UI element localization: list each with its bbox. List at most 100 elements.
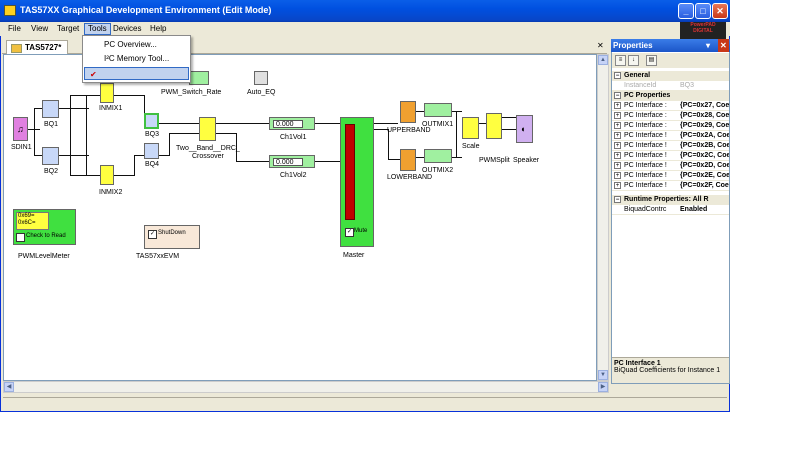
property-row-pc-interface[interactable]: +PC Interface :{PC=0x28, Coef= (612, 111, 729, 121)
diagram-canvas[interactable]: ♫ SDIN1 BQ1 BQ2 INMIX1 INMIX2 BQ3 BQ4 PW… (3, 54, 597, 381)
scroll-up-icon[interactable]: ▲ (598, 55, 608, 65)
property-key: PC Interface ! (624, 182, 667, 189)
close-button[interactable]: ✕ (712, 3, 728, 19)
lowerband-block[interactable] (400, 149, 416, 171)
expand-icon[interactable]: + (614, 162, 621, 169)
inmix2-block[interactable] (100, 165, 114, 185)
properties-title: Properties (613, 41, 653, 50)
category-pc-properties[interactable]: −PC Properties (612, 91, 729, 101)
expand-icon[interactable]: + (614, 132, 621, 139)
property-key: PC Interface ! (624, 132, 667, 139)
alphabetical-icon[interactable]: ↓ (628, 55, 639, 66)
bq1-block[interactable] (42, 100, 59, 118)
vertical-scrollbar[interactable]: ▲ ▼ (597, 54, 609, 381)
bq4-block[interactable] (144, 143, 159, 159)
menu-view[interactable]: View (31, 24, 49, 33)
property-value: {PC=0x2F, Coef= (680, 182, 729, 189)
expand-icon[interactable]: + (614, 122, 621, 129)
menu-item-pc-overview[interactable]: PC Overview... (104, 40, 157, 49)
mute-label: Mute (354, 228, 368, 234)
mute-checkbox[interactable]: ✓ (345, 228, 354, 237)
property-value: {PC=0x27, Coef= (680, 102, 729, 109)
bq2-label: BQ2 (44, 168, 59, 175)
properties-close-icon[interactable]: ✕ (718, 39, 729, 52)
property-key: PC Interface ! (624, 152, 667, 159)
property-row-pc-interface[interactable]: +PC Interface !{PC=0x2E, Coef= (612, 171, 729, 181)
menu-tools[interactable]: Tools (84, 23, 111, 35)
scroll-right-icon[interactable]: ▶ (598, 382, 608, 392)
speaker-icon: ◖ (520, 124, 526, 134)
expand-icon[interactable]: + (614, 112, 621, 119)
ch1vol2-block[interactable]: 0.000 (269, 155, 315, 168)
sdin1-label: SDIN1 (11, 144, 32, 151)
speaker-block[interactable]: ◖ (516, 115, 533, 143)
horizontal-scrollbar[interactable]: ◀ ▶ (3, 381, 609, 393)
expand-icon[interactable]: + (614, 182, 621, 189)
meter-line1: 0x69= (18, 213, 35, 219)
category-runtime[interactable]: −Runtime Properties: All R (612, 195, 729, 205)
ch1vol1-value[interactable]: 0.000 (273, 120, 303, 128)
outmix2-block[interactable] (424, 149, 452, 163)
menu-devices[interactable]: Devices (113, 24, 142, 33)
music-note-icon: ♫ (17, 124, 24, 134)
evm-block[interactable]: ✓ ShutDown (144, 225, 200, 249)
master-block[interactable]: ✓ Mute (340, 117, 374, 247)
auto-eq-block[interactable] (254, 71, 268, 85)
master-slider[interactable] (345, 124, 355, 220)
category-general[interactable]: −General (612, 71, 729, 81)
check-to-read-checkbox[interactable] (16, 233, 25, 242)
property-value: {PC=0x2D, Coef= (680, 162, 729, 169)
ch1vol2-value[interactable]: 0.000 (273, 158, 303, 166)
minimize-button[interactable]: _ (678, 3, 694, 19)
expand-icon[interactable]: + (614, 172, 621, 179)
scroll-left-icon[interactable]: ◀ (4, 382, 14, 392)
outmix1-block[interactable] (424, 103, 452, 117)
scroll-down-icon[interactable]: ▼ (598, 370, 608, 380)
menu-item-i2c-memory-tool[interactable]: I²C Memory Tool... (104, 54, 170, 63)
upperband-label: UPPERBAND (387, 127, 431, 134)
bq3-block[interactable] (144, 113, 159, 129)
property-row-pc-interface[interactable]: +PC Interface !{PC=0x2C, Coef= (612, 151, 729, 161)
scale-block[interactable] (462, 117, 479, 139)
property-row-pc-interface[interactable]: +PC Interface ! {PC=0x2D, Coef= (612, 161, 729, 171)
expand-icon[interactable]: + (614, 102, 621, 109)
menu-file[interactable]: File (8, 24, 21, 33)
property-pages-icon[interactable]: ▤ (646, 55, 657, 66)
title-bar[interactable]: TAS57XX Graphical Development Environmen… (0, 0, 730, 22)
pwmlevel-block[interactable]: 0x69= 0x6C= Check to Read (13, 209, 76, 245)
inmix1-block[interactable] (100, 83, 114, 103)
upperband-block[interactable] (400, 101, 416, 123)
property-row-pc-interface[interactable]: +PC Interface :{PC=0x29, Coef= (612, 121, 729, 131)
meter-line2: 0x6C= (18, 220, 36, 226)
property-key: PC Interface ! (624, 172, 667, 179)
property-row-pc-interface[interactable]: +PC Interface !{PC=0x2A, Coef= (612, 131, 729, 141)
property-key: PC Interface ! (624, 162, 667, 169)
maximize-button[interactable]: □ (695, 3, 711, 19)
master-label: Master (343, 252, 365, 259)
bq2-block[interactable] (42, 147, 59, 165)
pwmsplit-block[interactable] (486, 113, 502, 139)
menu-target[interactable]: Target (57, 24, 80, 33)
expand-icon[interactable]: + (614, 152, 621, 159)
pwmlevel-label: PWMLevelMeter (18, 253, 70, 260)
tab-document[interactable]: TAS5727* (6, 40, 69, 54)
pwm-switch-block[interactable] (189, 71, 209, 85)
crossover-block[interactable] (199, 117, 216, 141)
sdin1-block[interactable]: ♫ (13, 117, 28, 141)
ch1vol1-label: Ch1Vol1 (280, 134, 307, 141)
ch1vol1-block[interactable]: 0.000 (269, 117, 315, 130)
menu-item-checked[interactable]: ✔ (84, 67, 189, 80)
menu-help[interactable]: Help (150, 24, 167, 33)
pin-icon[interactable]: ▾ (706, 41, 711, 50)
property-row-pc-interface[interactable]: +PC Interface ! {PC=0x2F, Coef= (612, 181, 729, 191)
tab-close-icon[interactable]: ✕ (597, 41, 604, 50)
document-icon (11, 44, 22, 53)
property-row-pc-interface[interactable]: +PC Interface :{PC=0x27, Coef= (612, 101, 729, 111)
shutdown-checkbox[interactable]: ✓ (148, 230, 157, 239)
categorized-icon[interactable]: ≡ (615, 55, 626, 66)
outmix2-label: OUTMIX2 (422, 167, 454, 174)
expand-icon[interactable]: + (614, 142, 621, 149)
property-row-pc-interface[interactable]: +PC Interface !{PC=0x2B, Coef= (612, 141, 729, 151)
